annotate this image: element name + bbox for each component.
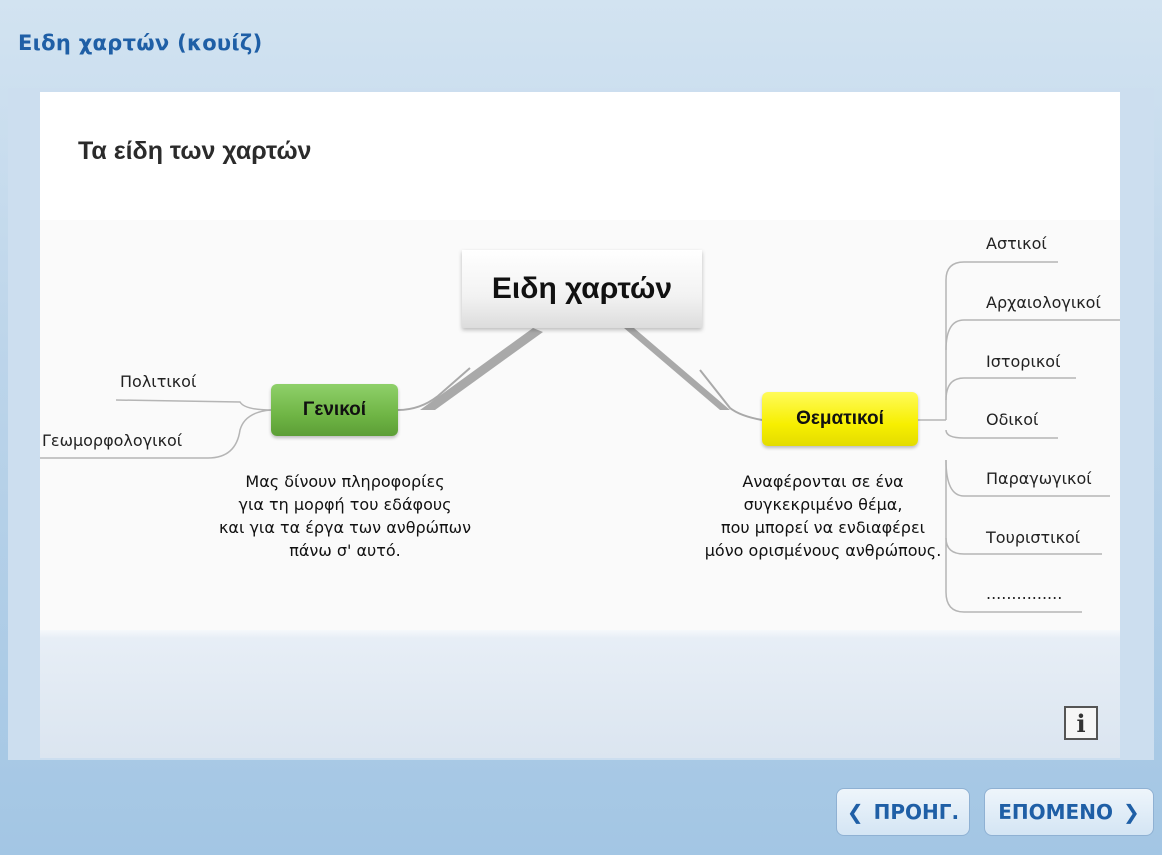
leaf-line-road (945, 429, 1058, 439)
mindmap-thematic-node: Θεματικοί (762, 392, 918, 446)
leaf-road: Οδικοί (986, 410, 1039, 429)
chevron-right-icon: ❯ (1122, 800, 1140, 824)
leaf-line-geomorph (40, 409, 272, 459)
slide-title: Τα είδη των χαρτών (78, 137, 312, 165)
prev-button[interactable]: ❮ ΠΡΟΗΓ. (836, 788, 970, 836)
leaf-line-more (945, 538, 1082, 613)
thematic-description: Αναφέρονται σε ένα συγκεκριμένο θέμα, πο… (704, 472, 942, 560)
mindmap-general-node: Γενικοί (271, 384, 398, 436)
leaf-urban: Αστικοί (986, 234, 1047, 253)
prev-button-label: ΠΡΟΗΓ. (873, 800, 960, 824)
general-description: Μας δίνουν πληροφορίες για τη μορφή του … (218, 472, 471, 560)
mindmap-central-node: Ειδη χαρτών (462, 250, 702, 328)
next-button[interactable]: ΕΠΟΜΕΝΟ ❯ (984, 788, 1154, 836)
leaf-historical: Ιστορικοί (986, 352, 1061, 371)
leaf-productive: Παραγωγικοί (986, 469, 1092, 488)
leaf-geomorphological: Γεωμορφολογικοί (42, 431, 183, 450)
info-glyph: i (1076, 708, 1086, 738)
leaf-tourist: Τουριστικοί (986, 528, 1081, 547)
thematic-leaf-lines (918, 261, 1120, 613)
leaf-political: Πολιτικοί (120, 372, 197, 391)
slide: Τα είδη των χαρτών Ειδη χαρτών Γενικοί Θ… (40, 92, 1120, 758)
app-title: Ειδη χαρτών (κουίζ) (18, 31, 263, 55)
leaf-line-political (115, 399, 272, 411)
chevron-left-icon: ❮ (846, 800, 864, 824)
connector-thematic-node (699, 369, 763, 421)
connector-central-general (420, 328, 543, 410)
leaf-line-archaeological (945, 319, 1120, 351)
connector-general-node (397, 367, 471, 411)
next-button-label: ΕΠΟΜΕΝΟ (998, 800, 1113, 824)
leaf-archaeological: Αρχαιολογικοί (986, 293, 1101, 312)
leaf-line-urban (945, 261, 1058, 420)
mindmap-connectors (40, 261, 1120, 613)
info-icon[interactable]: i (1064, 706, 1098, 740)
general-leaf-lines (40, 399, 272, 459)
leaf-line-historical (945, 377, 1076, 401)
leaf-more: ............... (986, 584, 1063, 603)
connector-central-thematic (624, 328, 730, 410)
